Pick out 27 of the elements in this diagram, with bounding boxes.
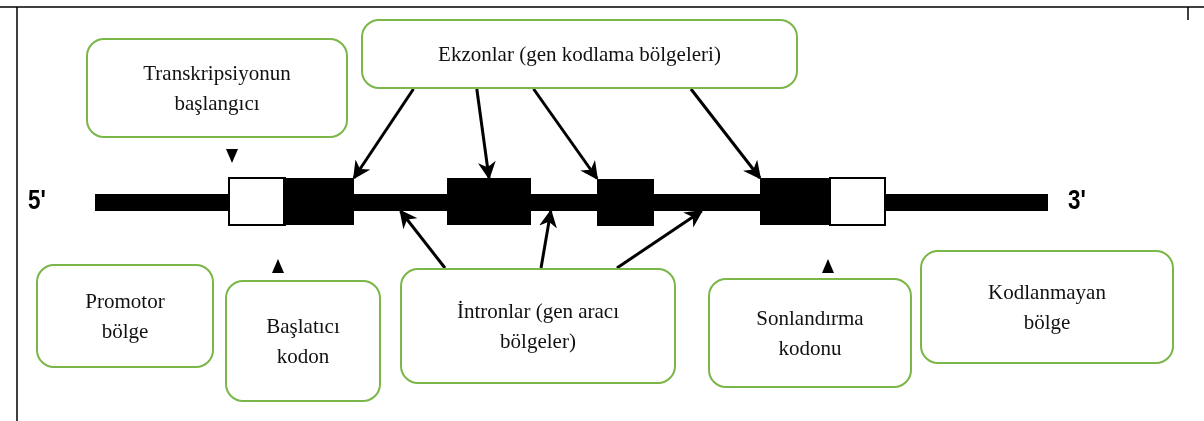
callout-text: İntronlar (gen aracı bölgeler) bbox=[455, 297, 621, 355]
callout-box bbox=[361, 19, 798, 89]
strand-end-label: 5' bbox=[28, 184, 46, 216]
callout-text: Ekzonlar (gen kodlama bölgeleri) bbox=[438, 40, 721, 68]
arrow bbox=[352, 88, 415, 180]
arrow bbox=[689, 88, 762, 180]
callout-box bbox=[86, 38, 348, 138]
callout-box bbox=[225, 280, 381, 402]
exon-block bbox=[760, 178, 830, 225]
arrow bbox=[539, 209, 557, 269]
exon-block bbox=[283, 178, 354, 225]
exon-block bbox=[597, 178, 654, 226]
callout-text: Başlatıcı kodon bbox=[265, 312, 341, 370]
arrow bbox=[475, 88, 496, 180]
callout-text: Promotor bölge bbox=[84, 287, 166, 345]
exon-block bbox=[447, 178, 531, 225]
strand-end-label: 3' bbox=[1068, 184, 1086, 216]
callout-box bbox=[920, 250, 1174, 364]
arrow bbox=[399, 209, 447, 269]
callout-box bbox=[400, 268, 676, 384]
arrow bbox=[616, 209, 704, 270]
callout-text: Transkripsiyonun başlangıcı bbox=[142, 59, 292, 117]
arrow bbox=[532, 88, 599, 180]
callout-text: Sonlandırma kodonu bbox=[755, 304, 865, 362]
callout-box bbox=[708, 278, 912, 388]
callout-box bbox=[36, 264, 214, 368]
callout-text: Kodlanmayan bölge bbox=[987, 278, 1107, 336]
